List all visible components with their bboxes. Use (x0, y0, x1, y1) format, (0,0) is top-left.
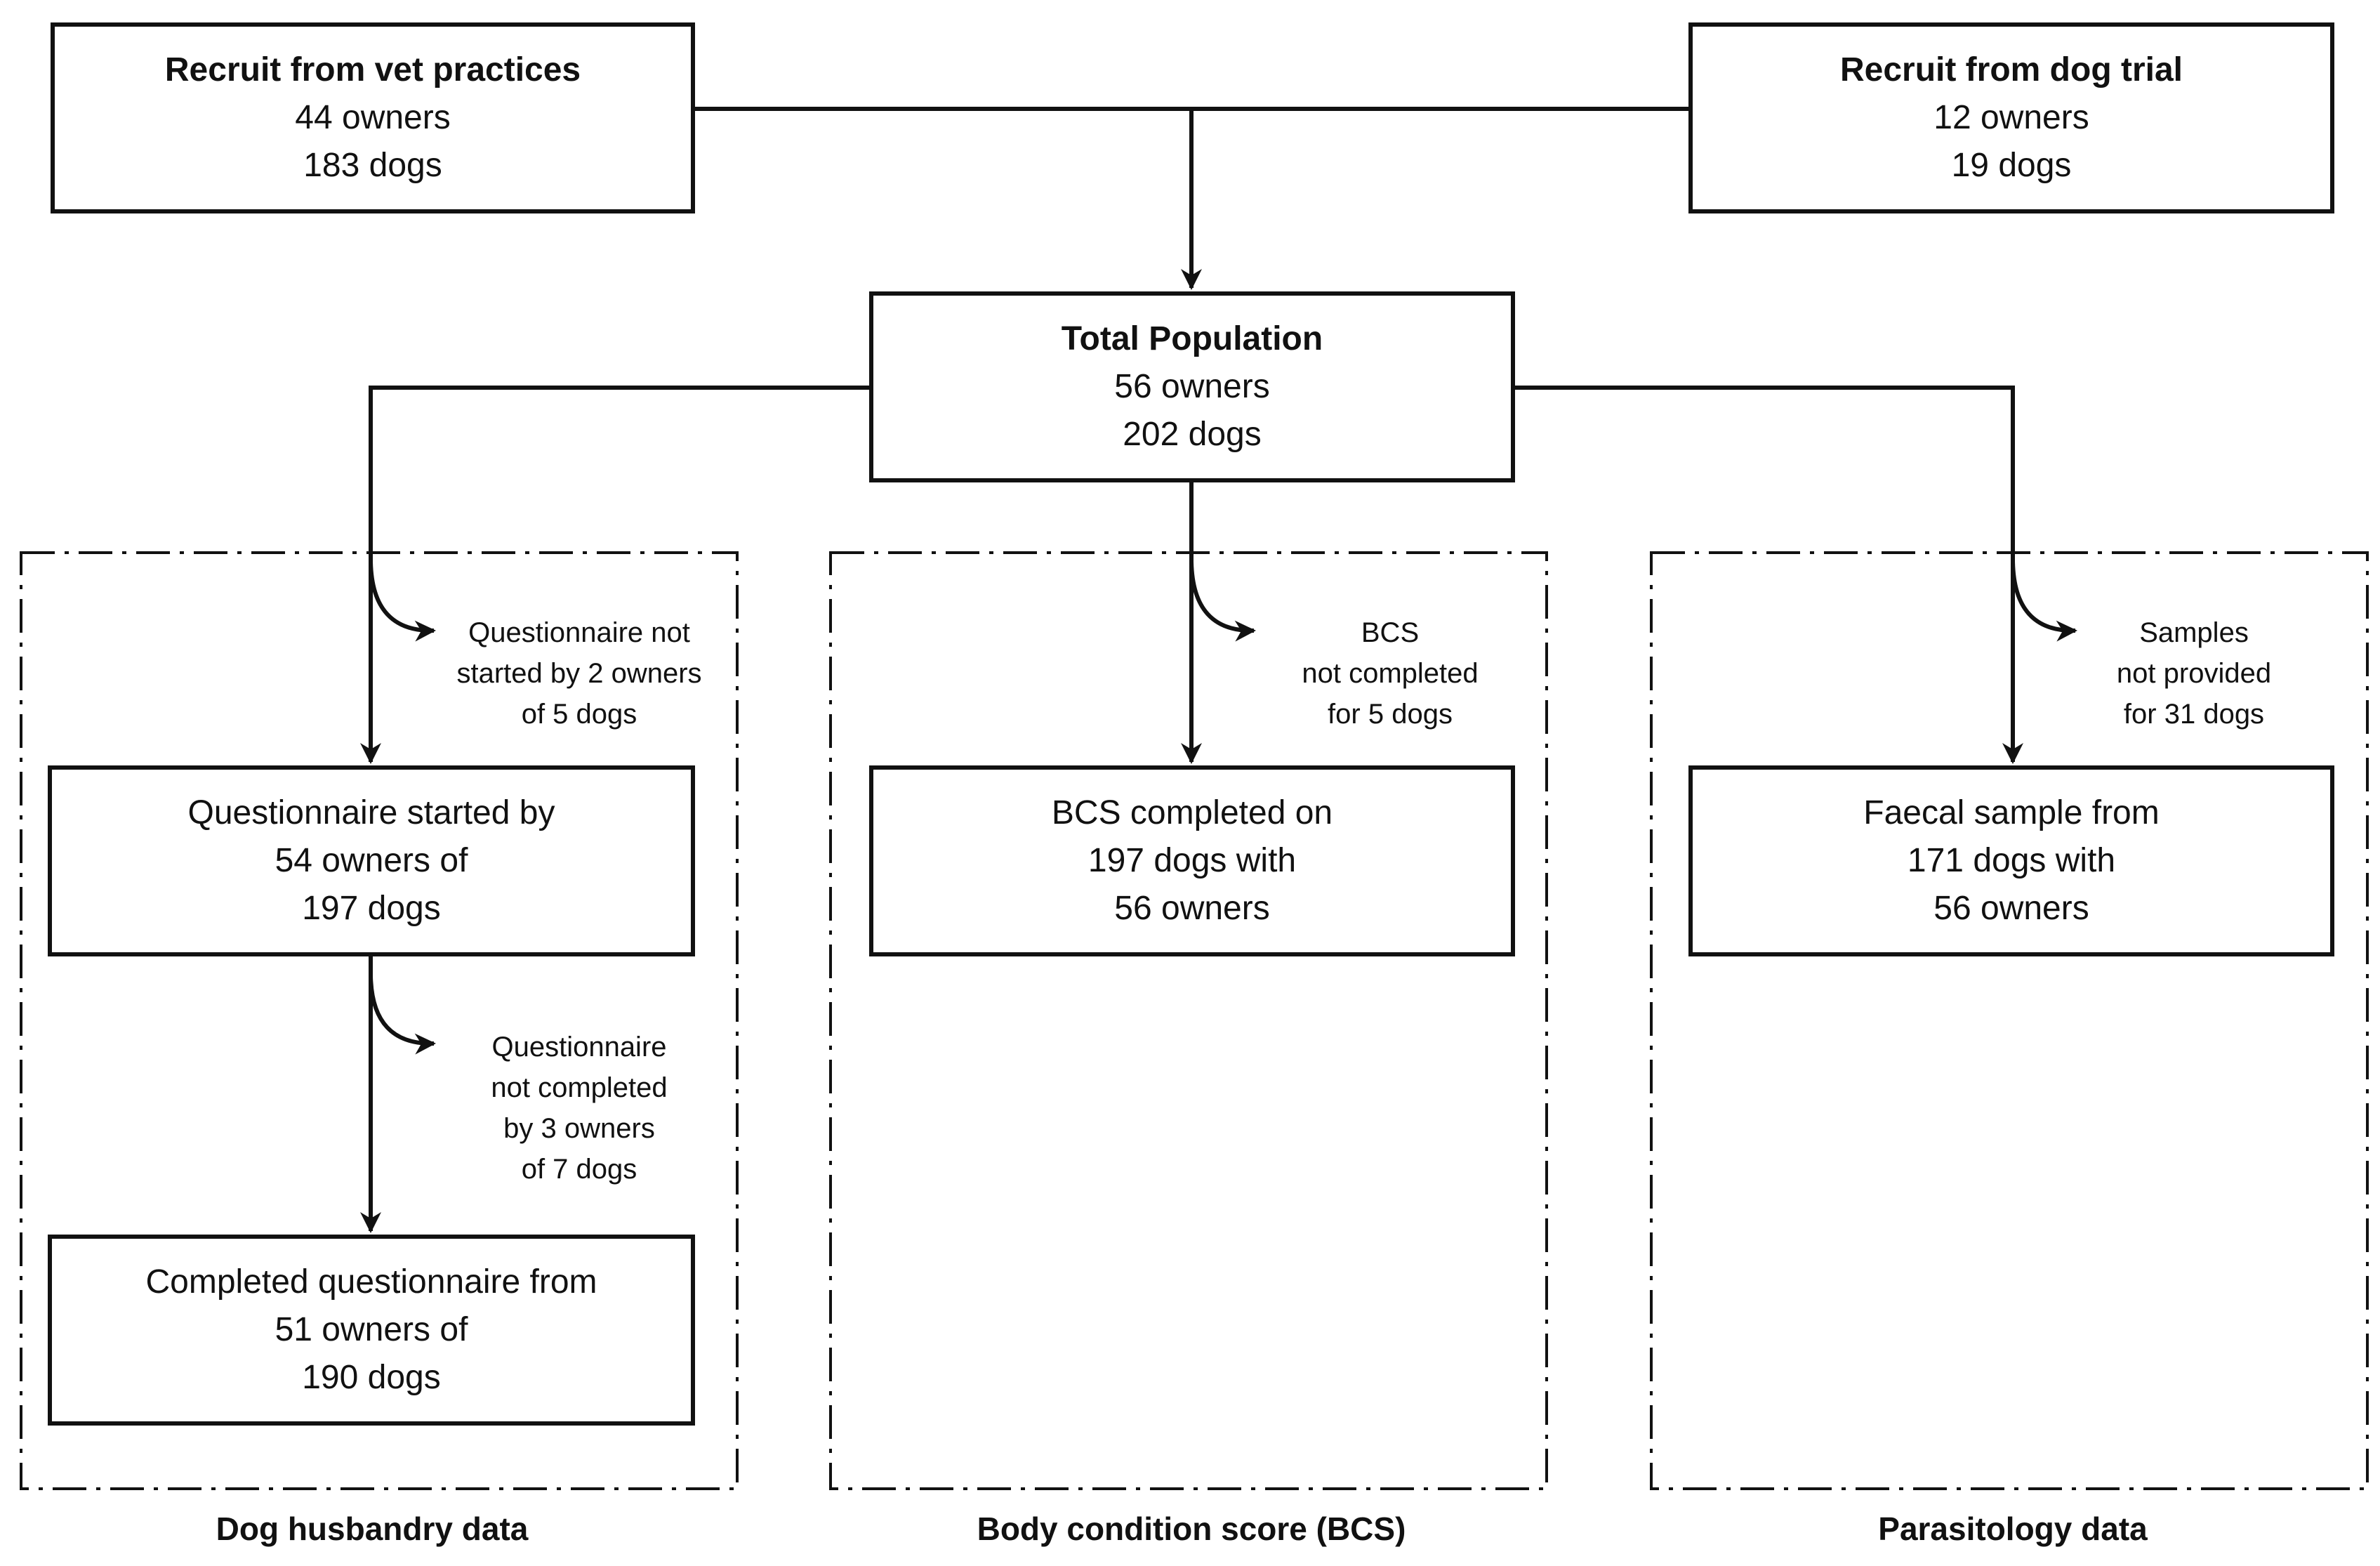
husbandry-panel-border (20, 551, 739, 1490)
parasitology-exclusion-line-1: Samples (2139, 617, 2249, 648)
total-population-box: Total Population 56 owners 202 dogs (869, 291, 1515, 482)
recruit-trial-dogs: 19 dogs (1951, 147, 2072, 184)
husbandry-exclusion-2-line-4: of 7 dogs (521, 1154, 637, 1185)
parasitology-exclusion-line-3: for 31 dogs (2123, 699, 2265, 730)
questionnaire-started-line-1: Questionnaire started by (187, 794, 555, 831)
parasitology-panel-label: Parasitology data (1878, 1511, 2148, 1547)
husbandry-exclusion-2-line-3: by 3 owners (503, 1113, 655, 1144)
bcs-completed-box: BCS completed on 197 dogs with 56 owners (869, 765, 1515, 956)
branch-husbandry (360, 386, 871, 764)
recruit-trial-owners: 12 owners (1933, 99, 2089, 136)
questionnaire-completed-line-3: 190 dogs (302, 1359, 441, 1396)
bcs-panel-label: Body condition score (BCS) (977, 1511, 1406, 1547)
questionnaire-started-line-3: 197 dogs (302, 890, 441, 927)
bcs-exclusion-line-1: BCS (1361, 617, 1420, 648)
faecal-sample-box: Faecal sample from 171 dogs with 56 owne… (1688, 765, 2334, 956)
bcs-completed-line-1: BCS completed on (1051, 794, 1333, 831)
exclusion-arrow-bcs (1189, 561, 1256, 642)
recruit-vet-box: Recruit from vet practices 44 owners 183… (51, 22, 695, 213)
total-population-title: Total Population (1061, 320, 1323, 357)
questionnaire-started-line-2: 54 owners of (275, 842, 468, 879)
faecal-sample-line-2: 171 dogs with (1907, 842, 2116, 879)
exclusion-arrow-husbandry-2 (369, 975, 436, 1055)
bcs-exclusion-line-2: not completed (1302, 658, 1479, 689)
parasitology-exclusion-line-2: not provided (2116, 658, 2272, 689)
questionnaire-completed-line-2: 51 owners of (275, 1311, 468, 1348)
bcs-exclusion-line-3: for 5 dogs (1328, 699, 1453, 730)
husbandry-exclusion-2-line-1: Questionnaire (491, 1032, 667, 1062)
exclusion-arrow-parasitology (2011, 561, 2077, 642)
total-population-dogs: 202 dogs (1123, 416, 1262, 453)
faecal-sample-line-3: 56 owners (1933, 890, 2089, 927)
bcs-panel-border (829, 551, 1548, 1490)
husbandry-exclusion-1-line-1: Questionnaire not (468, 617, 690, 648)
bcs-exclusion-note: BCS not completed for 5 dogs (1257, 612, 1523, 735)
bcs-completed-line-3: 56 owners (1114, 890, 1270, 927)
parasitology-panel-border (1650, 551, 2369, 1490)
total-population-owners: 56 owners (1114, 368, 1270, 405)
husbandry-exclusion-note-1: Questionnaire not started by 2 owners of… (421, 612, 737, 735)
husbandry-exclusion-1-line-2: started by 2 owners (456, 658, 702, 689)
questionnaire-completed-line-1: Completed questionnaire from (145, 1263, 597, 1301)
exclusion-arrow-husbandry-1 (369, 561, 436, 642)
recruit-vet-title: Recruit from vet practices (164, 51, 581, 88)
parasitology-exclusion-note: Samples not provided for 31 dogs (2078, 612, 2310, 735)
questionnaire-started-box: Questionnaire started by 54 owners of 19… (48, 765, 695, 956)
husbandry-exclusion-note-2: Questionnaire not completed by 3 owners … (442, 1027, 716, 1190)
recruit-vet-owners: 44 owners (295, 99, 451, 136)
recruit-trial-box: Recruit from dog trial 12 owners 19 dogs (1688, 22, 2334, 213)
faecal-sample-line-1: Faecal sample from (1863, 794, 2160, 831)
recruit-trial-title: Recruit from dog trial (1839, 51, 2183, 88)
questionnaire-completed-box: Completed questionnaire from 51 owners o… (48, 1235, 695, 1426)
husbandry-exclusion-2-line-2: not completed (491, 1072, 668, 1103)
bcs-completed-line-2: 197 dogs with (1087, 842, 1297, 879)
husbandry-panel-label: Dog husbandry data (216, 1511, 529, 1547)
recruit-vet-dogs: 183 dogs (303, 147, 442, 184)
branch-parasitology (1514, 386, 2023, 764)
husbandry-exclusion-1-line-3: of 5 dogs (521, 699, 637, 730)
